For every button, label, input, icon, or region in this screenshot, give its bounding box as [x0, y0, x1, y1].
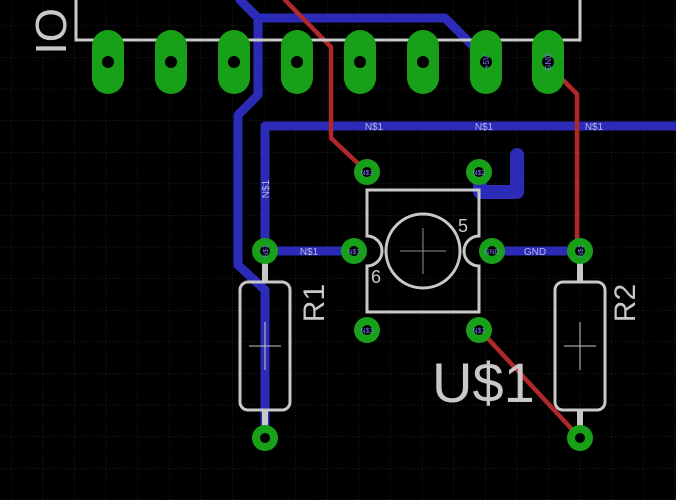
- switch-pin-number-5: 5: [458, 216, 468, 236]
- header-pad-4[interactable]: [281, 30, 313, 94]
- net-label-n1-a: N$1: [365, 122, 384, 133]
- switch-pad-5[interactable]: [354, 317, 380, 343]
- switch-pads: [341, 159, 505, 343]
- switch-pad-label-6: N$1: [473, 328, 486, 335]
- switch-pad-label-1: N$1: [361, 170, 374, 177]
- header-pad-6[interactable]: [407, 30, 439, 94]
- r1-silkscreen: [238, 262, 292, 428]
- switch-pad-label-4: GND: [484, 249, 500, 256]
- r2-pad-top[interactable]: [567, 238, 593, 264]
- header-silkscreen: [74, 0, 582, 42]
- header-pad-row: [92, 30, 564, 94]
- switch-pad-labels: N$1 N$2 N$1 GND N$3 N$1: [348, 170, 500, 335]
- switch-pad-label-3: N$1: [348, 249, 361, 256]
- header-pad-1[interactable]: [92, 30, 124, 94]
- net-labels: N$1 N$1 N$1 N$1 N$1 GND: [261, 122, 604, 258]
- r1-pad-bottom[interactable]: [252, 425, 278, 451]
- top-trace-to-switch-pad1[interactable]: [282, 0, 370, 175]
- r2-silkscreen: [553, 262, 607, 428]
- r1-pad-label: N$1: [263, 244, 270, 257]
- switch-pad-3[interactable]: [341, 238, 367, 264]
- header-pad-8[interactable]: [532, 30, 564, 94]
- r2-pad-label: N$1: [578, 244, 585, 257]
- r2-name: R2: [609, 284, 642, 322]
- net-label-gnd: GND: [524, 247, 546, 258]
- header-pin-label-5v: +5V: [482, 54, 491, 69]
- switch-pad-2[interactable]: [466, 159, 492, 185]
- r1-pad-top[interactable]: [252, 238, 278, 264]
- top-trace-switch-to-r2[interactable]: [477, 327, 583, 441]
- crosshair-icon: [400, 228, 446, 274]
- switch-name: U$1: [432, 351, 535, 414]
- r2-pad-bottom[interactable]: [567, 425, 593, 451]
- switch-pad-4[interactable]: [479, 238, 505, 264]
- switch-pad-label-5: N$3: [361, 328, 374, 335]
- switch-pad-label-2: N$2: [473, 170, 486, 177]
- header-pad-3[interactable]: [218, 30, 250, 94]
- header-pad-7[interactable]: [470, 30, 502, 94]
- net-label-n1-switch: N$1: [300, 247, 319, 258]
- header-pad-2[interactable]: [155, 30, 187, 94]
- net-label-n1-c: N$1: [585, 122, 604, 133]
- header-part-name: IO: [27, 8, 76, 54]
- switch-pin-number-6: 6: [371, 267, 381, 287]
- switch-pad-6[interactable]: [466, 317, 492, 343]
- net-label-n1-vertical: N$1: [261, 179, 272, 198]
- net-label-n1-b: N$1: [475, 122, 494, 133]
- switch-pad-1[interactable]: [354, 159, 380, 185]
- header-pad-5[interactable]: [344, 30, 376, 94]
- header-pin-label-gnd: GND: [544, 53, 553, 71]
- switch-silkscreen: [365, 188, 481, 314]
- bottom-trace-n1-bus[interactable]: [260, 121, 676, 255]
- r1-name: R1: [298, 284, 331, 322]
